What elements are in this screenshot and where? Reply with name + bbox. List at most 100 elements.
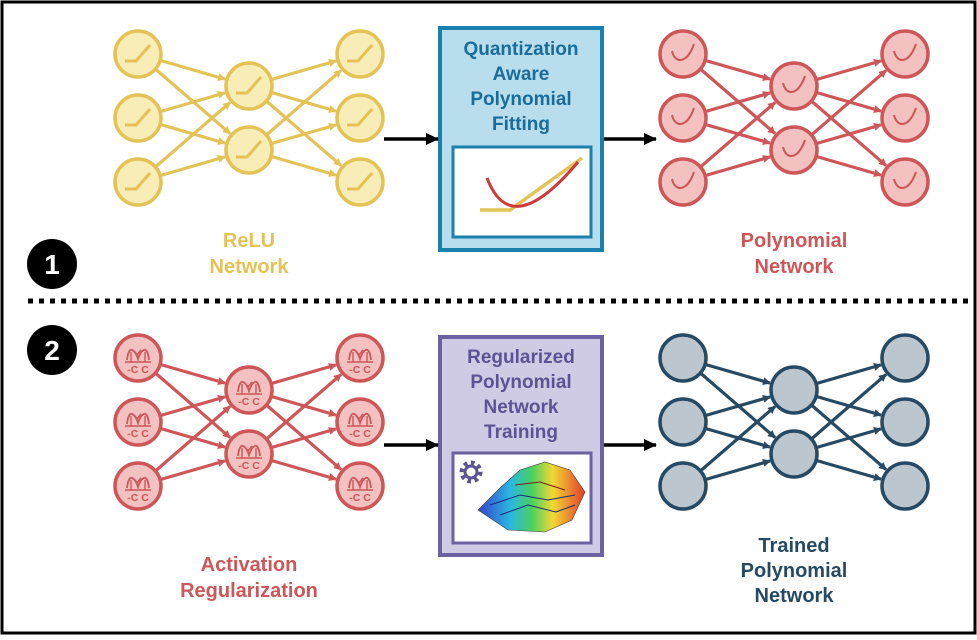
bounded-activation-icon: -C C xyxy=(125,413,151,440)
edge xyxy=(810,373,888,441)
edge xyxy=(815,426,882,450)
polynomial-network xyxy=(658,29,930,207)
neuron-node xyxy=(658,397,708,447)
relu-activation-icon xyxy=(236,140,263,159)
bounded-activation-icon: -C C xyxy=(347,349,373,376)
step-badge-1: 1 xyxy=(27,239,77,289)
bound-label: -C C xyxy=(349,492,371,504)
neuron-node: -C C xyxy=(224,365,274,415)
bound-label: -C C xyxy=(127,428,149,440)
neuron-node: -C C xyxy=(335,333,385,383)
box1-title-line1: Quantization xyxy=(463,39,578,60)
neuron-node: -C C xyxy=(113,333,163,383)
step-number-1: 1 xyxy=(44,249,60,280)
neuron-node xyxy=(113,29,163,79)
neuron-node xyxy=(769,125,819,175)
neuron-node xyxy=(880,157,930,207)
polynomial-activation-icon xyxy=(671,171,695,189)
edge xyxy=(810,69,888,137)
edge xyxy=(704,58,771,82)
edge xyxy=(815,58,882,82)
edge xyxy=(265,69,343,137)
edge xyxy=(154,405,232,473)
quantization-fitting-box: Quantization Aware Polynomial Fitting xyxy=(438,26,604,252)
relu-activation-icon xyxy=(347,44,374,63)
polynomial-activation-icon xyxy=(893,171,917,189)
edge xyxy=(270,154,337,178)
neuron-node xyxy=(880,461,930,511)
edge xyxy=(270,58,337,82)
relu-activation-icon xyxy=(125,172,152,191)
bounded-activation-icon: -C C xyxy=(347,477,373,504)
activation-regularization-label-line1: Activation xyxy=(201,554,298,576)
edge xyxy=(704,394,771,418)
polynomial-activation-icon xyxy=(782,75,806,93)
activation-regularization-network: -C C -C C -C C -C C -C C -C C -C C -C C xyxy=(113,333,385,511)
neuron-node xyxy=(658,157,708,207)
bound-label: -C C xyxy=(127,364,149,376)
bound-label: -C C xyxy=(349,364,371,376)
box2-title-line4: Training xyxy=(484,422,558,443)
edge xyxy=(815,154,882,178)
relu-curve-icon xyxy=(480,156,584,212)
neuron-node xyxy=(335,93,385,143)
regularized-training-box: Regularized Polynomial Network Training xyxy=(438,335,604,557)
neuron-node xyxy=(880,397,930,447)
neuron-node xyxy=(113,93,163,143)
bound-label: -C C xyxy=(238,396,260,408)
edge xyxy=(704,154,771,178)
neuron-node xyxy=(658,333,708,383)
relu-activation-icon xyxy=(347,108,374,127)
edge xyxy=(815,458,882,482)
box2-title-line3: Network xyxy=(484,397,559,418)
gear-icon xyxy=(459,460,483,484)
trained-polynomial-network xyxy=(658,333,930,511)
box2-title-line1: Regularized xyxy=(467,347,575,368)
bound-label: -C C xyxy=(238,460,260,472)
neuron-node: -C C xyxy=(113,397,163,447)
step-badge-2: 2 xyxy=(27,325,77,375)
neuron-node xyxy=(224,125,274,175)
polynomial-activation-icon xyxy=(671,107,695,125)
neuron-node xyxy=(335,157,385,207)
relu-activation-icon xyxy=(236,76,263,95)
activation-regularization-label-line2: Regularization xyxy=(180,580,318,602)
bounded-activation-icon: -C C xyxy=(125,349,151,376)
bounded-activation-icon: -C C xyxy=(236,381,262,408)
box1-title-line2: Aware xyxy=(493,64,550,85)
box2-title-line2: Polynomial xyxy=(470,372,571,393)
bound-label: -C C xyxy=(127,492,149,504)
edge xyxy=(159,154,226,178)
edge xyxy=(704,90,771,114)
edge xyxy=(699,101,777,169)
trained-network-label-line2: Polynomial xyxy=(741,560,848,582)
trained-network-label-line3: Network xyxy=(755,585,835,607)
edge xyxy=(154,101,232,169)
box1-title-line4: Fitting xyxy=(492,114,550,135)
edge xyxy=(815,122,882,146)
neuron-node: -C C xyxy=(224,429,274,479)
relu-network-label-line2: Network xyxy=(210,256,290,278)
relu-network-label-line1: ReLU xyxy=(223,230,275,252)
polynomial-activation-icon xyxy=(893,43,917,61)
edge xyxy=(159,458,226,482)
edge xyxy=(159,90,226,114)
edge xyxy=(699,405,777,473)
bound-label: -C C xyxy=(349,428,371,440)
edge xyxy=(159,394,226,418)
relu-activation-icon xyxy=(125,44,152,63)
relu-network xyxy=(113,29,385,207)
polynomial-activation-icon xyxy=(782,139,806,157)
edge xyxy=(159,362,226,386)
trained-network-label-line1: Trained xyxy=(758,535,829,557)
neuron-node xyxy=(880,29,930,79)
polynomial-curve-icon xyxy=(485,161,580,208)
neuron-node xyxy=(880,333,930,383)
edge xyxy=(704,458,771,482)
neuron-node xyxy=(224,61,274,111)
neuron-node xyxy=(769,429,819,479)
neuron-node xyxy=(880,93,930,143)
neuron-node xyxy=(658,93,708,143)
